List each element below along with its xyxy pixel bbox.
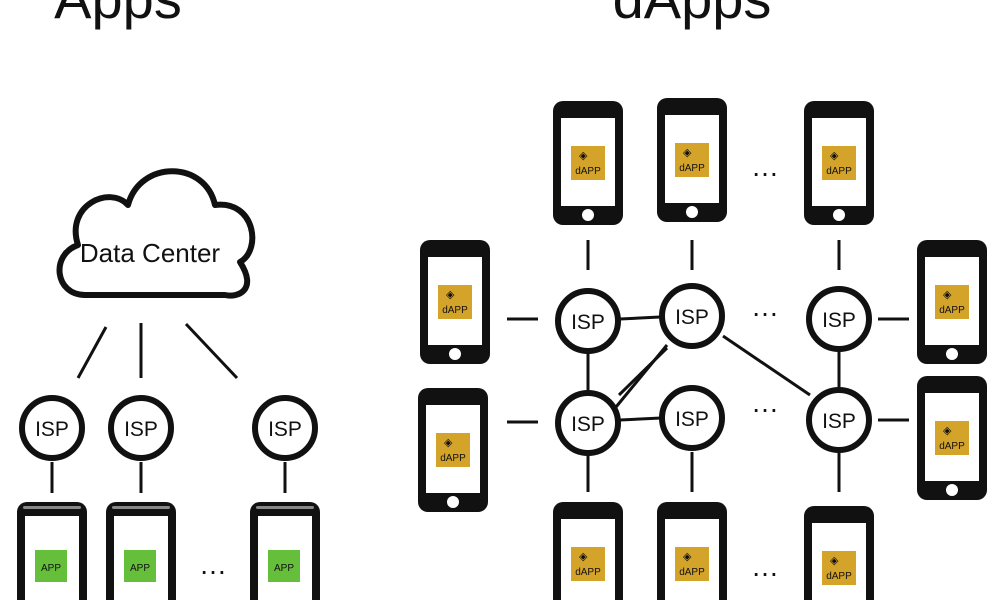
cloud-icon bbox=[56, 168, 256, 299]
app-label: APP bbox=[41, 563, 61, 574]
dapp-tile bbox=[675, 143, 709, 177]
blockchain-node-icon: ◈ bbox=[683, 551, 692, 563]
phone-dapp: ◈ dAPP bbox=[420, 240, 490, 364]
app-tile bbox=[35, 550, 67, 582]
dapp-label: dAPP bbox=[575, 166, 601, 177]
phone-dapp: ◈ dAPP bbox=[657, 502, 727, 600]
left-isp-nodes: ISP ISP ISP bbox=[19, 395, 318, 461]
blockchain-node-icon: ◈ bbox=[579, 150, 588, 162]
dapp-label: dAPP bbox=[679, 567, 705, 578]
link bbox=[722, 334, 811, 397]
ellipsis: … bbox=[751, 151, 779, 182]
data-center-label: Data Center bbox=[80, 238, 221, 268]
link-cloud-isp1 bbox=[76, 326, 108, 379]
isp-node: ISP bbox=[659, 385, 725, 451]
isp-node: ISP bbox=[806, 286, 872, 352]
dapp-tile bbox=[675, 547, 709, 581]
dapp-tile bbox=[822, 551, 856, 585]
left-phones: APP APP … APP bbox=[17, 502, 320, 600]
ellipsis: … bbox=[751, 291, 779, 322]
link bbox=[619, 416, 662, 422]
data-center-cloud: Data Center bbox=[56, 168, 256, 299]
dapp-tile bbox=[436, 433, 470, 467]
blockchain-node-icon: ◈ bbox=[943, 425, 952, 437]
dapp-label: dAPP bbox=[440, 453, 466, 464]
isp-label: ISP bbox=[675, 306, 709, 329]
isp-label: ISP bbox=[35, 418, 69, 441]
app-tile bbox=[268, 550, 300, 582]
phone-dapp: ◈ dAPP bbox=[917, 376, 987, 500]
dapp-tile bbox=[935, 421, 969, 455]
isp-label: ISP bbox=[822, 309, 856, 332]
phone-dapp: ◈ dAPP bbox=[917, 240, 987, 364]
link-cloud-isp3 bbox=[184, 322, 239, 380]
phone-dapp: ◈ dAPP bbox=[804, 506, 874, 600]
dapp-label: dAPP bbox=[826, 166, 852, 177]
dapp-label: dAPP bbox=[575, 567, 601, 578]
dapp-label: dAPP bbox=[679, 163, 705, 174]
blockchain-node-icon: ◈ bbox=[446, 289, 455, 301]
isp-label: ISP bbox=[675, 408, 709, 431]
right-isp-nodes: ISP ISP … ISP ISP ISP … ISP bbox=[555, 283, 872, 456]
phone-app: APP bbox=[250, 502, 320, 600]
isp-node: ISP bbox=[806, 387, 872, 453]
blockchain-node-icon: ◈ bbox=[830, 555, 839, 567]
isp-node: ISP bbox=[555, 288, 621, 354]
dapp-tile bbox=[571, 146, 605, 180]
dapp-tile bbox=[935, 285, 969, 319]
right-phones: ◈ dAPP ◈ dAPP … ◈ dAPP ◈ dAPP bbox=[418, 98, 987, 600]
dapp-label: dAPP bbox=[826, 571, 852, 582]
dapp-label: dAPP bbox=[939, 305, 965, 316]
right-links bbox=[507, 240, 909, 492]
app-label: APP bbox=[130, 563, 150, 574]
dapp-tile bbox=[438, 285, 472, 319]
phone-dapp: ◈ dAPP bbox=[804, 101, 874, 225]
blockchain-node-icon: ◈ bbox=[444, 437, 453, 449]
phone-app: APP bbox=[17, 502, 87, 600]
blockchain-node-icon: ◈ bbox=[683, 147, 692, 159]
dapp-label: dAPP bbox=[442, 305, 468, 316]
link bbox=[614, 344, 669, 408]
isp-label: ISP bbox=[124, 418, 158, 441]
ellipsis: … bbox=[751, 387, 779, 418]
apps-title: Apps bbox=[54, 0, 182, 30]
phone-dapp: ◈ dAPP bbox=[553, 101, 623, 225]
isp-node: ISP bbox=[252, 395, 318, 461]
blockchain-node-icon: ◈ bbox=[579, 551, 588, 563]
isp-node: ISP bbox=[555, 390, 621, 456]
isp-label: ISP bbox=[822, 410, 856, 433]
phone-dapp: ◈ dAPP bbox=[657, 98, 727, 222]
phone-app: APP bbox=[106, 502, 176, 600]
isp-label: ISP bbox=[268, 418, 302, 441]
dapp-tile bbox=[571, 547, 605, 581]
app-label: APP bbox=[274, 563, 294, 574]
dapp-label: dAPP bbox=[939, 441, 965, 452]
isp-node: ISP bbox=[659, 283, 725, 349]
ellipsis: … bbox=[751, 551, 779, 582]
phone-dapp: ◈ dAPP bbox=[553, 502, 623, 600]
isp-label: ISP bbox=[571, 413, 605, 436]
blockchain-node-icon: ◈ bbox=[830, 150, 839, 162]
isp-label: ISP bbox=[571, 311, 605, 334]
link bbox=[619, 315, 661, 321]
dapps-title: dApps bbox=[613, 0, 772, 30]
isp-node: ISP bbox=[19, 395, 85, 461]
phone-dapp: ◈ dAPP bbox=[418, 388, 488, 512]
blockchain-node-icon: ◈ bbox=[943, 289, 952, 301]
left-links bbox=[50, 322, 287, 493]
isp-node: ISP bbox=[108, 395, 174, 461]
app-tile bbox=[124, 550, 156, 582]
dapp-tile bbox=[822, 146, 856, 180]
ellipsis: … bbox=[199, 549, 227, 580]
